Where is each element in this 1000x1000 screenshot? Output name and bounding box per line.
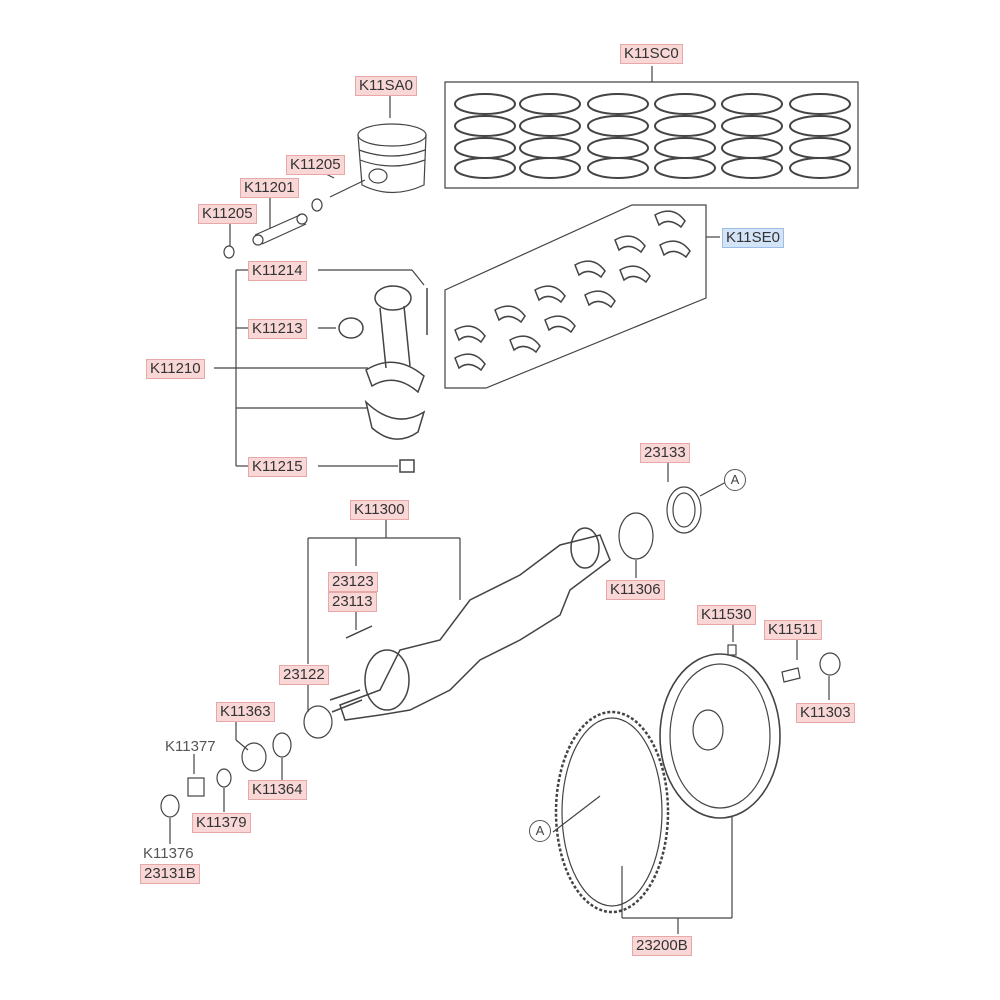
bearing-k11303-icon	[819, 652, 841, 676]
label-23113[interactable]: 23113	[328, 592, 377, 612]
ring-k11363-icon	[241, 742, 267, 772]
label-connecting-rod[interactable]: K11210	[146, 359, 205, 379]
label-k11511[interactable]: K11511	[764, 620, 822, 640]
nut-k11377-icon	[187, 777, 205, 797]
reference-marker-a-top: A	[724, 469, 746, 491]
label-k11376[interactable]: K11376	[143, 845, 194, 862]
ring-k11379-icon	[216, 768, 232, 788]
thrust-ring-icon	[618, 512, 654, 560]
seal-k11376-icon	[160, 794, 180, 818]
label-k11530[interactable]: K11530	[697, 605, 756, 625]
snap-ring-icon	[311, 198, 323, 212]
connecting-rod-icon	[338, 285, 428, 473]
pin-k11530-icon	[727, 644, 737, 656]
label-k11364[interactable]: K11364	[248, 780, 307, 800]
bearing-shells-icon	[454, 210, 691, 372]
label-23123[interactable]: 23123	[328, 572, 378, 592]
label-conrod-bolt[interactable]: K11214	[248, 261, 307, 281]
label-23133[interactable]: 23133	[640, 443, 690, 463]
label-piston[interactable]: K11SA0	[355, 76, 417, 96]
label-k11363[interactable]: K11363	[216, 702, 275, 722]
label-snap-ring-left[interactable]: K11205	[198, 204, 257, 224]
label-piston-pin[interactable]: K11201	[240, 178, 299, 198]
label-k11379[interactable]: K11379	[192, 813, 251, 833]
piston-rings-icon	[454, 93, 851, 179]
label-piston-rings[interactable]: K11SC0	[620, 44, 683, 64]
label-bearing-set[interactable]: K11SE0	[722, 228, 784, 248]
label-k11303[interactable]: K11303	[796, 703, 855, 723]
label-snap-ring-top[interactable]: K11205	[286, 155, 345, 175]
label-k11377[interactable]: K11377	[165, 738, 216, 755]
label-23122[interactable]: 23122	[279, 665, 329, 685]
reference-marker-a-bottom: A	[529, 820, 551, 842]
label-flywheel-assy[interactable]: 23200B	[632, 936, 692, 956]
ring-gear-icon	[554, 710, 670, 914]
label-conrod-nut[interactable]: K11215	[248, 457, 307, 477]
ring-k11364-icon	[272, 732, 292, 758]
label-crankshaft[interactable]: K11300	[350, 500, 409, 520]
piston-pin-icon	[254, 214, 307, 245]
crankshaft-icon	[329, 527, 611, 721]
piston-icon	[357, 123, 427, 194]
piston-rings-box	[444, 81, 859, 189]
label-thrust-washer[interactable]: K11306	[606, 580, 665, 600]
flywheel-icon	[659, 653, 781, 819]
label-small-end-bushing[interactable]: K11213	[248, 319, 307, 339]
bearing-set-box	[444, 204, 707, 389]
label-23131b[interactable]: 23131B	[140, 864, 200, 884]
bolt-k11511-icon	[781, 667, 801, 683]
gear-23122-icon	[303, 705, 333, 739]
seal-23133-icon	[666, 486, 702, 534]
